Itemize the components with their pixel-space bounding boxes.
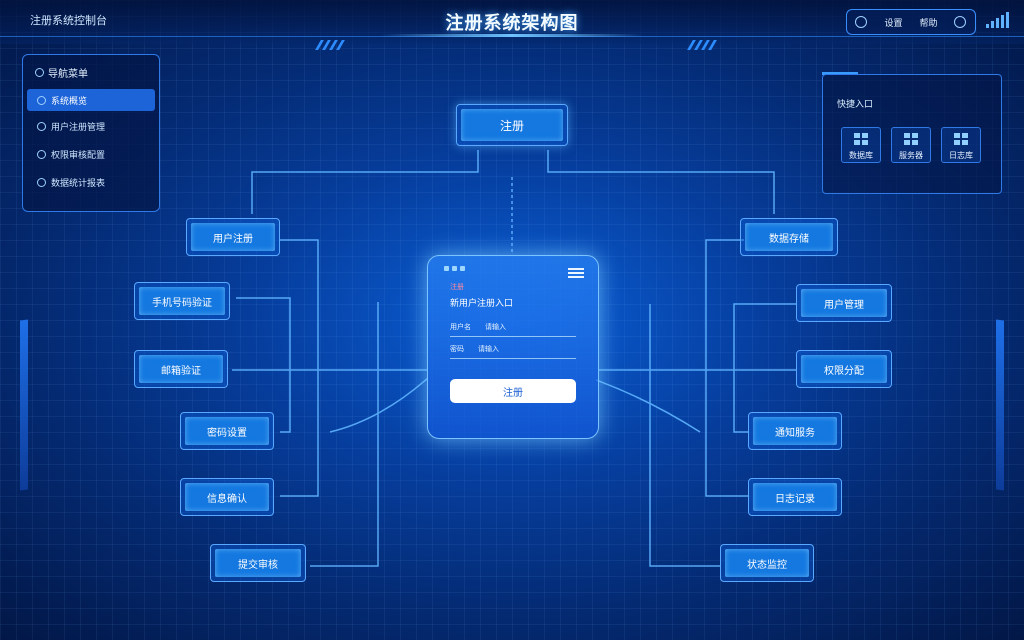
tile-label: 数据库 [849,151,873,160]
tile-database[interactable]: 数据库 [841,127,881,163]
node-label: 日志记录 [753,483,837,511]
page-title: 注册系统架构图 [445,13,579,34]
username-field[interactable]: 用户名 请输入 [450,322,576,337]
password-field[interactable]: 密码 请输入 [450,344,576,359]
power-icon[interactable] [954,16,967,28]
node-right-2[interactable]: 用户管理 [796,284,892,322]
tile-server[interactable]: 服务器 [891,127,931,163]
settings-icon[interactable] [855,16,868,28]
node-label: 权限分配 [801,355,887,383]
node-label: 邮箱验证 [139,355,223,383]
node-left-5[interactable]: 信息确认 [180,478,274,516]
menu-icon[interactable] [568,268,584,278]
node-left-4[interactable]: 密码设置 [180,412,274,450]
node-label: 状态监控 [725,549,809,577]
node-right-5[interactable]: 日志记录 [748,478,842,516]
node-label: 密码设置 [185,417,269,445]
node-right-1[interactable]: 数据存储 [740,218,838,256]
title-glow-line [380,34,644,37]
node-top-register[interactable]: 注册 [456,104,568,146]
nav-item-label: 系统概览 [51,96,88,107]
signal-icon [986,12,1012,28]
left-nav-panel: 导航菜单 系统概览 用户注册管理 权限审核配置 数据统计报表 [22,54,160,212]
menu-icon [35,68,44,77]
node-left-6[interactable]: 提交审核 [210,544,306,582]
node-label: 用户注册 [191,223,275,251]
node-label: 用户管理 [801,289,887,317]
node-left-1[interactable]: 用户注册 [186,218,280,256]
settings-label[interactable]: 设置 [884,18,903,29]
nav-panel-title: 导航菜单 [48,69,88,80]
deco-stripes-right [687,40,717,50]
log-icon [954,133,968,145]
node-label: 数据存储 [745,223,833,251]
nav-item-label: 数据统计报表 [51,178,106,189]
server-icon [904,133,918,145]
window-dots-icon [444,266,465,271]
node-label: 提交审核 [215,549,301,577]
nav-item-reports[interactable]: 数据统计报表 [27,171,155,193]
field-label: 密码 [450,345,464,353]
left-edge-bar [20,319,28,491]
node-left-2[interactable]: 手机号码验证 [134,282,230,320]
node-right-3[interactable]: 权限分配 [796,350,892,388]
database-icon [854,133,868,145]
node-right-6[interactable]: 状态监控 [720,544,814,582]
dashboard-icon [37,95,46,105]
app-title: 注册系统控制台 [30,14,107,27]
nav-item-label: 用户注册管理 [51,122,106,133]
node-label: 手机号码验证 [139,287,225,315]
nav-item-label: 权限审核配置 [51,150,106,161]
register-button[interactable]: 注册 [450,379,576,403]
tile-label: 日志库 [949,151,973,160]
nav-item-overview[interactable]: 系统概览 [27,89,155,111]
field-label: 用户名 [450,323,471,331]
top-controls: 设置 帮助 [846,9,976,35]
field-hint: 请输入 [478,345,499,353]
help-label[interactable]: 帮助 [919,18,938,29]
deco-stripes-left [315,40,345,50]
user-icon [37,121,46,131]
node-label: 通知服务 [753,417,837,445]
node-left-3[interactable]: 邮箱验证 [134,350,228,388]
node-label: 信息确认 [185,483,269,511]
right-panel-accent [822,72,858,75]
right-edge-bar [996,319,1004,491]
quick-access-title: 快捷入口 [837,100,874,110]
quick-access-panel: 快捷入口 数据库 服务器 日志库 [822,74,1002,194]
tile-label: 服务器 [899,151,923,160]
form-label: 注册 [450,283,464,291]
tile-logs[interactable]: 日志库 [941,127,981,163]
nav-panel-header: 导航菜单 [35,65,88,80]
nav-item-registration[interactable]: 用户注册管理 [27,115,155,137]
node-label: 注册 [461,109,563,141]
chart-icon [37,177,46,187]
field-hint: 请输入 [485,323,506,331]
nav-item-permissions[interactable]: 权限审核配置 [27,143,155,165]
shield-icon [37,149,46,159]
form-heading: 新用户注册入口 [450,299,514,309]
registration-form-card: 注册 新用户注册入口 用户名 请输入 密码 请输入 注册 [427,255,599,439]
node-right-4[interactable]: 通知服务 [748,412,842,450]
